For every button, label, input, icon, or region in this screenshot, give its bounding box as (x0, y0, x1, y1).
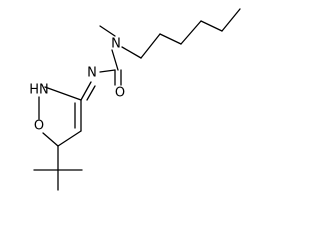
bond-c3-n-imine (80, 81, 92, 101)
bond-c-n-urea (111, 49, 119, 71)
bond-c4-c5-chain (200, 20, 223, 32)
bond-c3-c4-chain (180, 20, 202, 45)
bond-n2-c3 (44, 86, 82, 101)
isoxazole-ring (38, 86, 82, 147)
bond-c1-c2 (140, 33, 161, 59)
tert-butyl-group (33, 145, 83, 191)
bond-c3-n-imine-double (86, 85, 96, 101)
hexyl-chain (121, 8, 241, 59)
atom-label-imine-n: N (87, 66, 97, 81)
bond-c5-c6-chain (221, 8, 241, 32)
urea-core (99, 25, 122, 86)
bond-c4-c5 (57, 130, 82, 147)
imine-bond (80, 81, 96, 101)
structure-diagram: N N O HN O (29, 8, 241, 191)
atom-label-urea-n: N (111, 37, 121, 52)
bond-n-c-carbonyl (99, 69, 116, 73)
bond-c2-c3 (159, 33, 182, 45)
atom-label-ring-o: O (34, 119, 44, 134)
atom-label-ring-nh: HN (29, 83, 49, 98)
atom-label-carbonyl-o: O (115, 86, 125, 101)
bond-n-c1 (121, 46, 142, 59)
bond-c5-o1 (42, 132, 59, 147)
bond-n-methyl (99, 25, 116, 37)
